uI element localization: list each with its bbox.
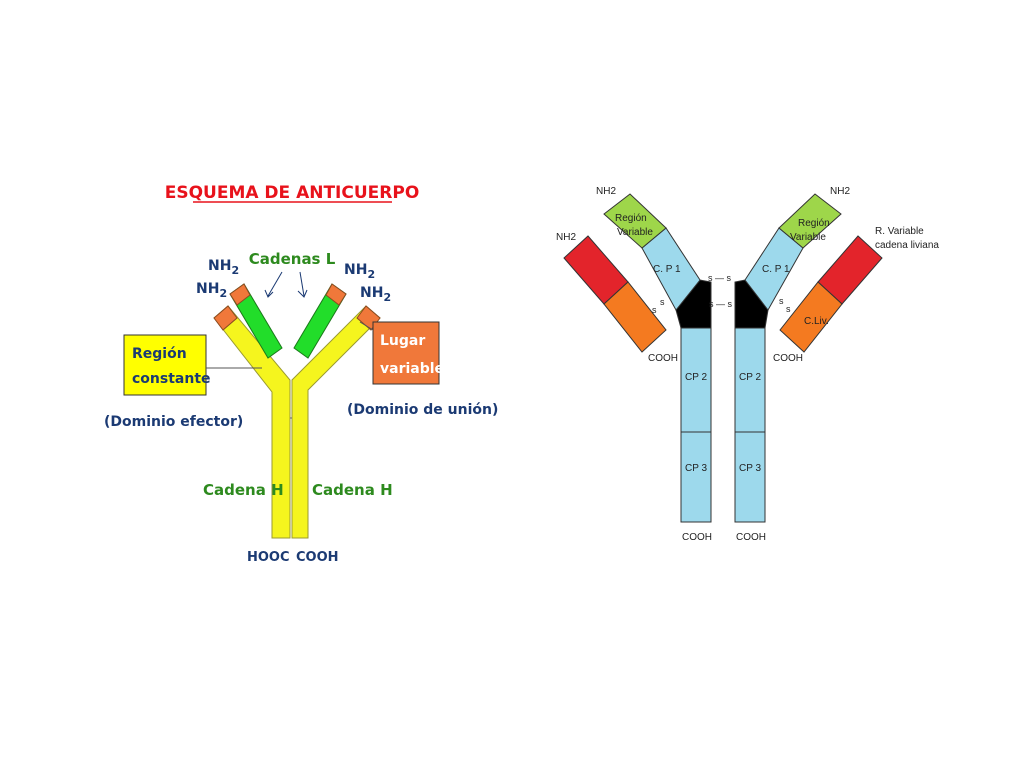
cooh-light-right-label: COOH <box>773 353 803 364</box>
nh2-label: NH2 <box>344 262 375 281</box>
heavy-chain-label-right: Cadena H <box>312 481 393 499</box>
cooh-heavy-right-label: COOH <box>736 532 766 543</box>
heavy-stem-right-cp2 <box>734 327 766 433</box>
cooh-light-left-label: COOH <box>648 353 678 364</box>
right-antibody-labels: NH2 NH2 NH2 Región Variable Región Varia… <box>556 186 939 543</box>
light-variable-label-1: R. Variable <box>875 226 924 237</box>
variable-region-left-label-2: Variable <box>617 227 653 238</box>
nh2-light-left-label: NH2 <box>556 232 576 243</box>
light-chain-variable-left <box>229 283 251 306</box>
disulfide-bond-light-right-2: s <box>786 304 791 314</box>
left-title: ESQUEMA DE ANTICUERPO <box>165 183 420 203</box>
disulfide-bond-heavy-bottom: s — s <box>709 299 733 309</box>
disulfide-bond-light-left-2: s <box>660 297 665 307</box>
light-chains-label: Cadenas L <box>249 250 336 268</box>
cooh-heavy-left-label: COOH <box>682 532 712 543</box>
cp3-left-label: CP 3 <box>685 463 707 474</box>
variable-region-right-label-2: Variable <box>790 232 826 243</box>
light-variable-label-2: cadena liviana <box>875 240 939 251</box>
nh2-label: NH2 <box>196 281 227 300</box>
cp2-left-label: CP 2 <box>685 372 707 383</box>
variable-site-box <box>372 321 440 385</box>
variable-region-left-label-1: Región <box>615 213 647 224</box>
effector-domain-label: (Dominio efector) <box>104 414 243 430</box>
binding-domain-label: (Dominio de unión) <box>347 402 498 418</box>
left-antibody-schema: ESQUEMA DE ANTICUERPO NH2 NH2 NH2 NH2 Ca… <box>104 183 498 565</box>
hinge-left <box>675 279 712 329</box>
heavy-stem-left-cp3 <box>680 431 712 523</box>
heavy-arm-left-variable <box>603 193 667 249</box>
cp1-right-label: C. P 1 <box>762 264 790 275</box>
disulfide-bond-heavy-top: s — s <box>708 273 732 283</box>
right-antibody-schema <box>563 193 883 523</box>
nh2-label: NH2 <box>208 258 239 277</box>
light-constant-label: C.Liv. <box>804 316 829 327</box>
nh2-top-right-label: NH2 <box>830 186 850 197</box>
heavy-stem-right-cp3 <box>734 431 766 523</box>
disulfide-bond-light-right-1: s <box>779 296 784 306</box>
constant-region-box <box>123 334 207 396</box>
disulfide-bond-light-left-1: s <box>652 305 657 315</box>
heavy-stem-left-cp2 <box>680 327 712 433</box>
constant-region-label-2: constante <box>132 371 211 387</box>
variable-site-pointer <box>359 321 374 331</box>
light-chains-arrows <box>264 271 308 298</box>
cp1-left-label: C. P 1 <box>653 264 681 275</box>
heavy-arm-right-variable <box>778 193 842 249</box>
constant-region-label-1: Región <box>132 346 187 362</box>
cp3-right-label: CP 3 <box>739 463 761 474</box>
light-chain-variable-right <box>325 283 347 306</box>
hooc-label: HOOC <box>247 550 290 565</box>
nh2-label: NH2 <box>360 285 391 304</box>
light-left-constant <box>603 281 667 353</box>
cp2-right-label: CP 2 <box>739 372 761 383</box>
variable-region-right-label-1: Región <box>798 218 830 229</box>
cooh-label: COOH <box>296 550 339 565</box>
variable-site-label-1: Lugar <box>380 333 425 349</box>
variable-site-label-2: variable <box>380 361 444 377</box>
heavy-variable-tip-left <box>213 305 238 331</box>
light-right-constant <box>779 281 843 353</box>
nh2-top-left-label: NH2 <box>596 186 616 197</box>
heavy-chain-label-left: Cadena H <box>203 481 284 499</box>
